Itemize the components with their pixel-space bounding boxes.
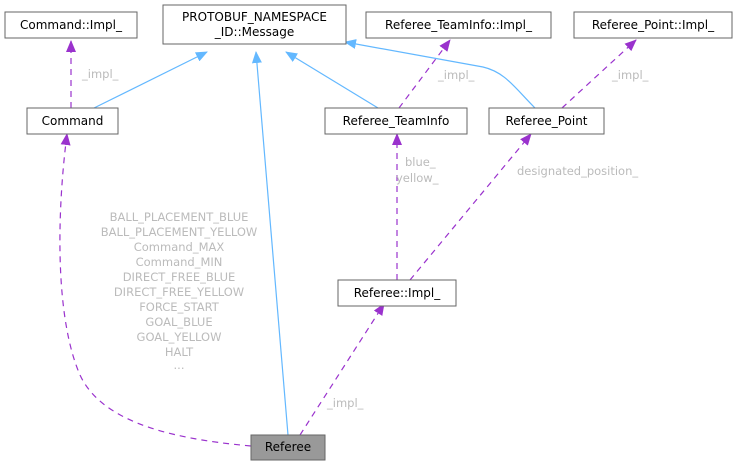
edge-label-designated-position: designated_position_ (517, 164, 638, 178)
point-label: Referee_Point (505, 114, 587, 128)
command-value: GOAL_YELLOW (137, 330, 222, 344)
edge-teaminfo-to-message (285, 51, 379, 109)
message-line2: _ID::Message (214, 25, 294, 39)
message-line1: PROTOBUF_NAMESPACE (182, 10, 327, 24)
command-value: BALL_PLACEMENT_YELLOW (101, 225, 258, 239)
inheritance-edges (93, 39, 536, 436)
edge-referee-to-referee-impl (299, 303, 385, 436)
point-impl-label: Referee_Point::Impl_ (592, 18, 715, 32)
command-label: Command (42, 114, 104, 128)
node-command[interactable]: Command (26, 107, 119, 135)
edge-point-impl (561, 39, 637, 109)
node-point[interactable]: Referee_Point (488, 107, 605, 135)
edge-referee-to-command (59, 133, 252, 447)
command-value: Command_MAX (134, 240, 225, 254)
referee-label: Referee (265, 440, 311, 454)
command-value: ... (174, 358, 185, 372)
teaminfo-impl-label: Referee_TeamInfo::Impl_ (385, 18, 533, 32)
command-value: DIRECT_FREE_BLUE (123, 270, 236, 284)
edge-label-blue: blue_ (405, 155, 436, 169)
command-impl-label: Command::Impl_ (20, 18, 123, 32)
edge-label-point-impl: _impl_ (611, 68, 649, 82)
edge-teaminfo-impl (398, 39, 451, 109)
command-value: FORCE_START (139, 300, 220, 314)
command-value: GOAL_BLUE (145, 315, 212, 329)
node-referee[interactable]: Referee (250, 434, 326, 461)
edge-label-command-impl: _impl_ (81, 67, 119, 81)
member-edges (59, 39, 637, 447)
node-point-impl[interactable]: Referee_Point::Impl_ (573, 11, 733, 39)
edge-label-teaminfo-impl: _impl_ (437, 68, 475, 82)
edge-label-yellow: yellow_ (396, 171, 439, 185)
command-value: DIRECT_FREE_YELLOW (114, 285, 244, 299)
edge-point-to-message (344, 39, 536, 109)
edge-referee-impl-to-point (409, 133, 532, 281)
node-message[interactable]: PROTOBUF_NAMESPACE _ID::Message (162, 4, 347, 45)
command-value: BALL_PLACEMENT_BLUE (110, 210, 249, 224)
teaminfo-label: Referee_TeamInfo (343, 114, 450, 128)
edge-labels: _impl_ _impl_ _impl_ blue_ yellow_ desig… (81, 67, 649, 410)
node-teaminfo-impl[interactable]: Referee_TeamInfo::Impl_ (365, 11, 552, 39)
edge-command-to-message (93, 51, 208, 109)
node-referee-impl[interactable]: Referee::Impl_ (337, 279, 457, 307)
node-teaminfo[interactable]: Referee_TeamInfo (324, 107, 468, 135)
command-values-label: BALL_PLACEMENT_BLUE BALL_PLACEMENT_YELLO… (101, 210, 258, 372)
command-value: Command_MIN (136, 255, 223, 269)
node-command-impl[interactable]: Command::Impl_ (4, 11, 138, 39)
command-value: HALT (165, 345, 194, 359)
edge-referee-to-message (251, 51, 289, 436)
edge-label-referee-impl: _impl_ (326, 396, 364, 410)
referee-impl-label: Referee::Impl_ (354, 286, 441, 300)
